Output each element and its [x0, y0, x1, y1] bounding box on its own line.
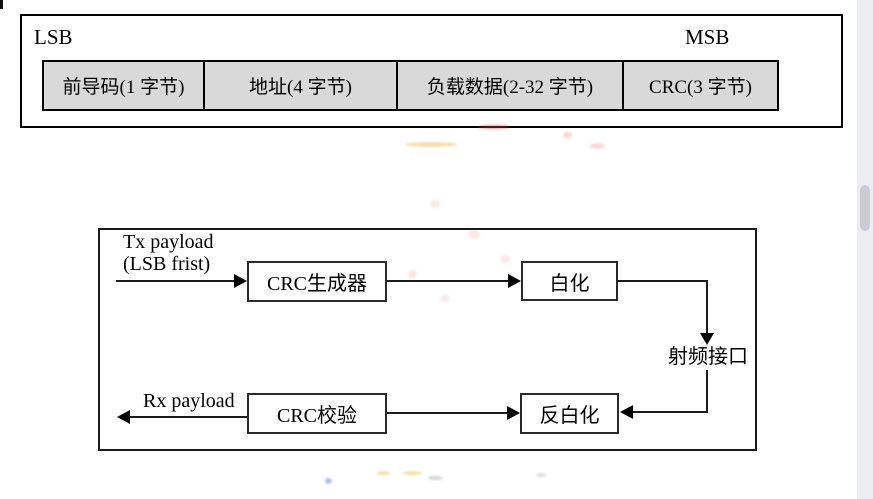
rf-down-line-upper: [706, 280, 708, 333]
rx-payload-label: Rx payload: [143, 390, 235, 412]
rf-down-line-lower: [706, 370, 708, 413]
gen-to-whitening-line: [387, 280, 509, 282]
block-whitening: 白化: [521, 261, 618, 301]
rf-interface-label: 射频接口: [668, 346, 748, 368]
tx-input-arrowhead-icon: [234, 274, 247, 288]
scrollbar-track[interactable]: [857, 0, 873, 499]
artifact-smudge: [405, 142, 457, 147]
artifact-smudge: [325, 478, 332, 484]
artifact-smudge: [590, 143, 605, 149]
tx-input-line: [116, 280, 235, 282]
gen-to-whitening-arrowhead-icon: [508, 274, 521, 288]
tx-payload-line2: (LSB frist): [123, 253, 211, 275]
lsb-label: LSB: [34, 25, 73, 49]
rf-to-dewhitening-arrowhead-icon: [620, 405, 633, 419]
artifact-smudge: [563, 132, 572, 138]
tx-payload-line1: Tx payload: [123, 231, 214, 253]
whitening-out-line: [617, 280, 708, 282]
field-crc: CRC(3 字节): [622, 60, 779, 111]
artifact-smudge: [536, 473, 546, 477]
artifact-smudge: [377, 471, 390, 475]
artifact-smudge: [428, 476, 443, 480]
rx-output-line: [129, 416, 247, 418]
block-crc-check: CRC校验: [247, 393, 387, 434]
check-dewhitening-line: [387, 412, 508, 414]
rx-output-arrowhead-icon: [117, 410, 130, 424]
msb-label: MSB: [685, 25, 730, 49]
page-corner-mark: [0, 0, 3, 9]
artifact-smudge: [403, 471, 422, 475]
field-address: 地址(4 字节): [203, 60, 398, 111]
rf-to-dewhitening-line: [633, 411, 708, 413]
flow-diagram-box: [98, 228, 757, 451]
scrollbar-thumb[interactable]: [860, 185, 870, 231]
block-crc-generator: CRC生成器: [247, 261, 387, 302]
packet-field-row: 前导码(1 字节) 地址(4 字节) 负载数据(2-32 字节) CRC(3 字…: [42, 60, 779, 111]
rf-down-arrowhead-icon: [700, 333, 714, 345]
field-payload: 负载数据(2-32 字节): [396, 60, 624, 111]
block-de-whitening: 反白化: [520, 393, 619, 434]
check-dewhitening-arrowhead-icon: [507, 406, 520, 420]
tx-payload-label: Tx payload (LSB frist): [123, 231, 214, 275]
artifact-smudge: [430, 200, 440, 208]
field-preamble: 前导码(1 字节): [42, 60, 205, 111]
